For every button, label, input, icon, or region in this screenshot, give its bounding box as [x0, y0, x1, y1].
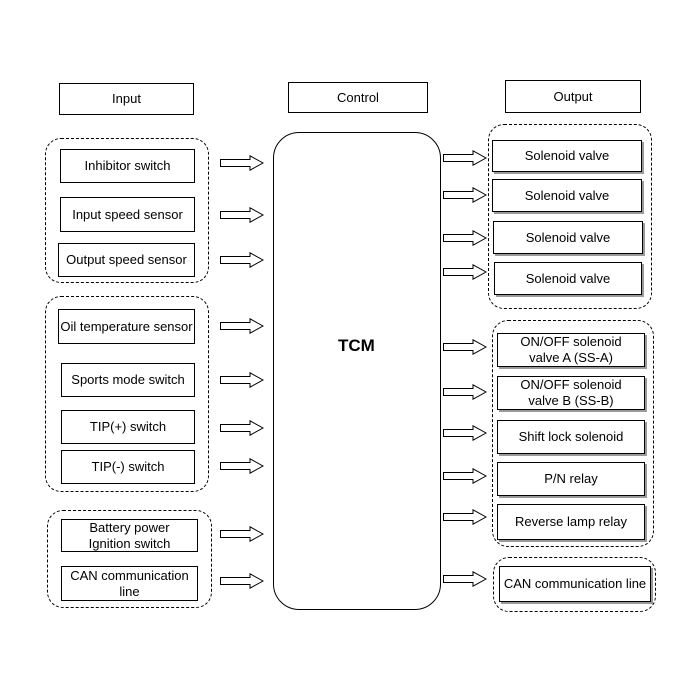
output-header: Output	[505, 80, 641, 113]
input-output-speed-sensor: Output speed sensor	[58, 243, 195, 277]
output-solenoid-valve-2: Solenoid valve	[492, 179, 642, 212]
tcm-block	[273, 132, 441, 610]
input-sports-mode-switch: Sports mode switch	[61, 363, 195, 397]
output-reverse-lamp-relay: Reverse lamp relay	[497, 504, 645, 540]
arrow-right-icon	[220, 526, 264, 542]
arrow-right-icon	[443, 230, 487, 246]
arrow-right-icon	[443, 150, 487, 166]
output-shift-lock-solenoid: Shift lock solenoid	[497, 420, 645, 454]
control-header: Control	[288, 82, 428, 113]
arrow-right-icon	[220, 207, 264, 223]
output-group-can	[493, 557, 656, 612]
arrow-right-icon	[443, 468, 487, 484]
input-header: Input	[59, 83, 194, 115]
input-input-speed-sensor: Input speed sensor	[60, 197, 195, 232]
arrow-right-icon	[220, 372, 264, 388]
arrow-right-icon	[220, 420, 264, 436]
tcm-label: TCM	[338, 336, 375, 355]
output-group-solenoids-relays	[492, 320, 654, 547]
arrow-right-icon	[443, 384, 487, 400]
output-solenoid-valve-3: Solenoid valve	[493, 221, 643, 254]
output-solenoid-valve-4: Solenoid valve	[494, 262, 642, 295]
input-tip-plus-switch: TIP(+) switch	[61, 410, 195, 444]
arrow-right-icon	[443, 264, 487, 280]
input-group-switches	[45, 296, 209, 492]
input-group-power-can	[47, 510, 212, 608]
arrow-right-icon	[443, 571, 487, 587]
input-group-sensors	[45, 138, 209, 283]
input-oil-temperature-sensor: Oil temperature sensor	[58, 309, 195, 344]
arrow-right-icon	[220, 458, 264, 474]
output-onoff-solenoid-a: ON/OFF solenoid valve A (SS-A)	[497, 333, 645, 367]
output-pn-relay: P/N relay	[497, 462, 645, 496]
arrow-right-icon	[220, 318, 264, 334]
arrow-right-icon	[443, 187, 487, 203]
input-tip-minus-switch: TIP(-) switch	[61, 450, 195, 484]
input-inhibitor-switch: Inhibitor switch	[60, 149, 195, 183]
arrow-right-icon	[220, 252, 264, 268]
output-solenoid-valve-1: Solenoid valve	[492, 140, 642, 172]
output-group-solenoid-valves	[488, 124, 652, 309]
arrow-right-icon	[220, 155, 264, 171]
input-can-communication-line: CAN communication line	[61, 566, 198, 601]
arrow-right-icon	[443, 339, 487, 355]
arrow-right-icon	[220, 573, 264, 589]
arrow-right-icon	[443, 425, 487, 441]
output-onoff-solenoid-b: ON/OFF solenoid valve B (SS-B)	[497, 376, 645, 410]
input-battery-ignition: Battery power Ignition switch	[61, 519, 198, 552]
arrow-right-icon	[443, 509, 487, 525]
output-can-communication-line: CAN communication line	[499, 566, 651, 602]
